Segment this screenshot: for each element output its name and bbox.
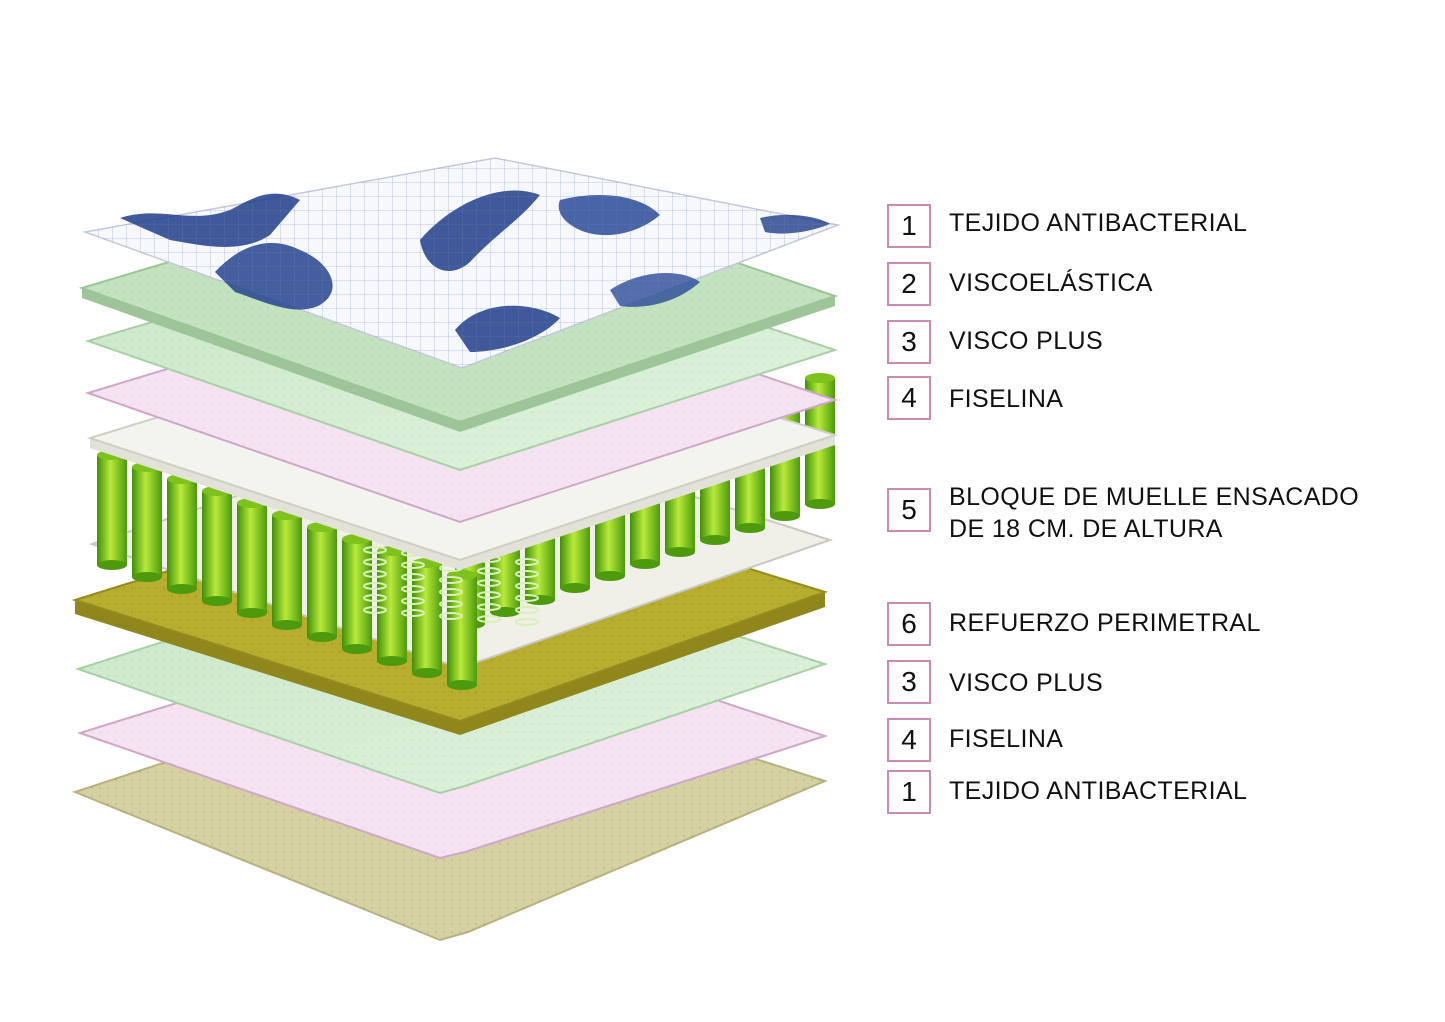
spring-coil (515, 606, 539, 614)
spring-coil (401, 609, 425, 617)
spring-coil (515, 582, 539, 590)
spring-coil (401, 585, 425, 593)
spring-coil (439, 612, 463, 620)
spring-coil (363, 570, 387, 578)
legend-label: VISCO PLUS (949, 669, 1104, 697)
mattress-layers-diagram (71, 157, 841, 942)
legend-number-box: 6 (887, 602, 931, 646)
spring-coil (515, 594, 539, 602)
legend-number-box: 1 (887, 770, 931, 814)
legend-number-box: 3 (887, 320, 931, 364)
spring-coil (477, 615, 501, 623)
layer-top-fabric (82, 157, 841, 369)
legend-label-line1: BLOQUE DE MUELLE ENSACADO (949, 483, 1360, 511)
spring-coil (515, 570, 539, 578)
legend-label: TEJIDO ANTIBACTERIAL (949, 209, 1248, 237)
spring-cylinder (237, 498, 267, 618)
spring-coil (439, 588, 463, 596)
legend-number-box: 5 (887, 488, 931, 532)
spring-coil (477, 579, 501, 587)
spring-cylinder (132, 462, 162, 582)
spring-cylinder (202, 486, 232, 606)
spring-coil (401, 597, 425, 605)
legend-label: FISELINA (949, 385, 1064, 413)
spring-cylinder (412, 558, 442, 678)
spring-cylinder (447, 570, 477, 690)
spring-coil (515, 618, 539, 626)
spring-coil (363, 582, 387, 590)
spring-coil (363, 558, 387, 566)
legend-number-box: 4 (887, 718, 931, 762)
legend-label: VISCOELÁSTICA (949, 269, 1153, 297)
legend-number-box: 1 (887, 204, 931, 248)
spring-coil (363, 546, 387, 554)
spring-coil (477, 603, 501, 611)
spring-coil (439, 600, 463, 608)
spring-cylinder (377, 546, 407, 666)
spring-coil (515, 558, 539, 566)
spring-cylinder (97, 450, 127, 570)
legend-label: FISELINA (949, 725, 1064, 753)
spring-coil (477, 591, 501, 599)
legend-number-box: 4 (887, 376, 931, 420)
spring-cylinder (167, 474, 197, 594)
legend-number-box: 2 (887, 262, 931, 306)
spring-coil (363, 606, 387, 614)
legend-label: VISCO PLUS (949, 327, 1104, 355)
legend-number-box: 3 (887, 660, 931, 704)
spring-cylinder (342, 534, 372, 654)
legend-label: REFUERZO PERIMETRAL (949, 609, 1261, 637)
spring-coil (477, 567, 501, 575)
spring-coil (401, 561, 425, 569)
spring-coil (363, 594, 387, 602)
legend-label: TEJIDO ANTIBACTERIAL (949, 777, 1248, 805)
legend-label-line2: DE 18 CM. DE ALTURA (949, 515, 1223, 543)
spring-cylinder (272, 510, 302, 630)
spring-coil (439, 576, 463, 584)
spring-cylinder (307, 522, 337, 642)
spring-coil (401, 573, 425, 581)
